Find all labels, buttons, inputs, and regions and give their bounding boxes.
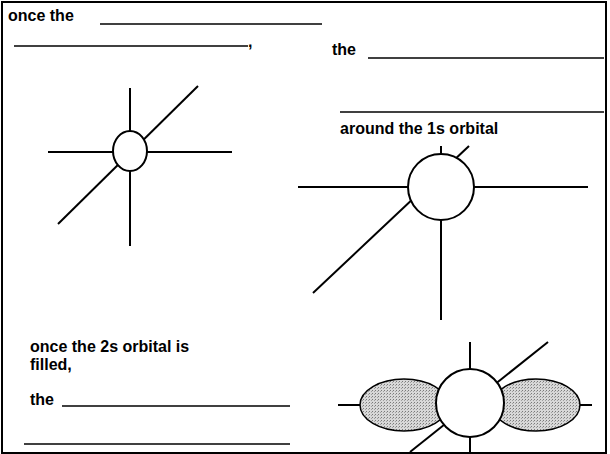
answer-blank <box>14 45 248 47</box>
label-text: the <box>332 41 356 59</box>
label-text: the <box>30 391 54 409</box>
axes-2s <box>298 146 588 320</box>
answer-blank <box>62 405 290 407</box>
label-text: , <box>248 33 252 51</box>
answer-blank <box>368 57 604 59</box>
answer-blank <box>340 111 604 113</box>
label-text: once the 2s orbital is filled, <box>30 338 230 374</box>
label-text: around the 1s orbital <box>340 120 498 138</box>
answer-blank <box>100 23 322 25</box>
answer-blank <box>24 443 290 445</box>
label-text: once the <box>8 7 74 25</box>
axes-1s-small <box>48 86 232 246</box>
axes-2p <box>338 342 592 452</box>
